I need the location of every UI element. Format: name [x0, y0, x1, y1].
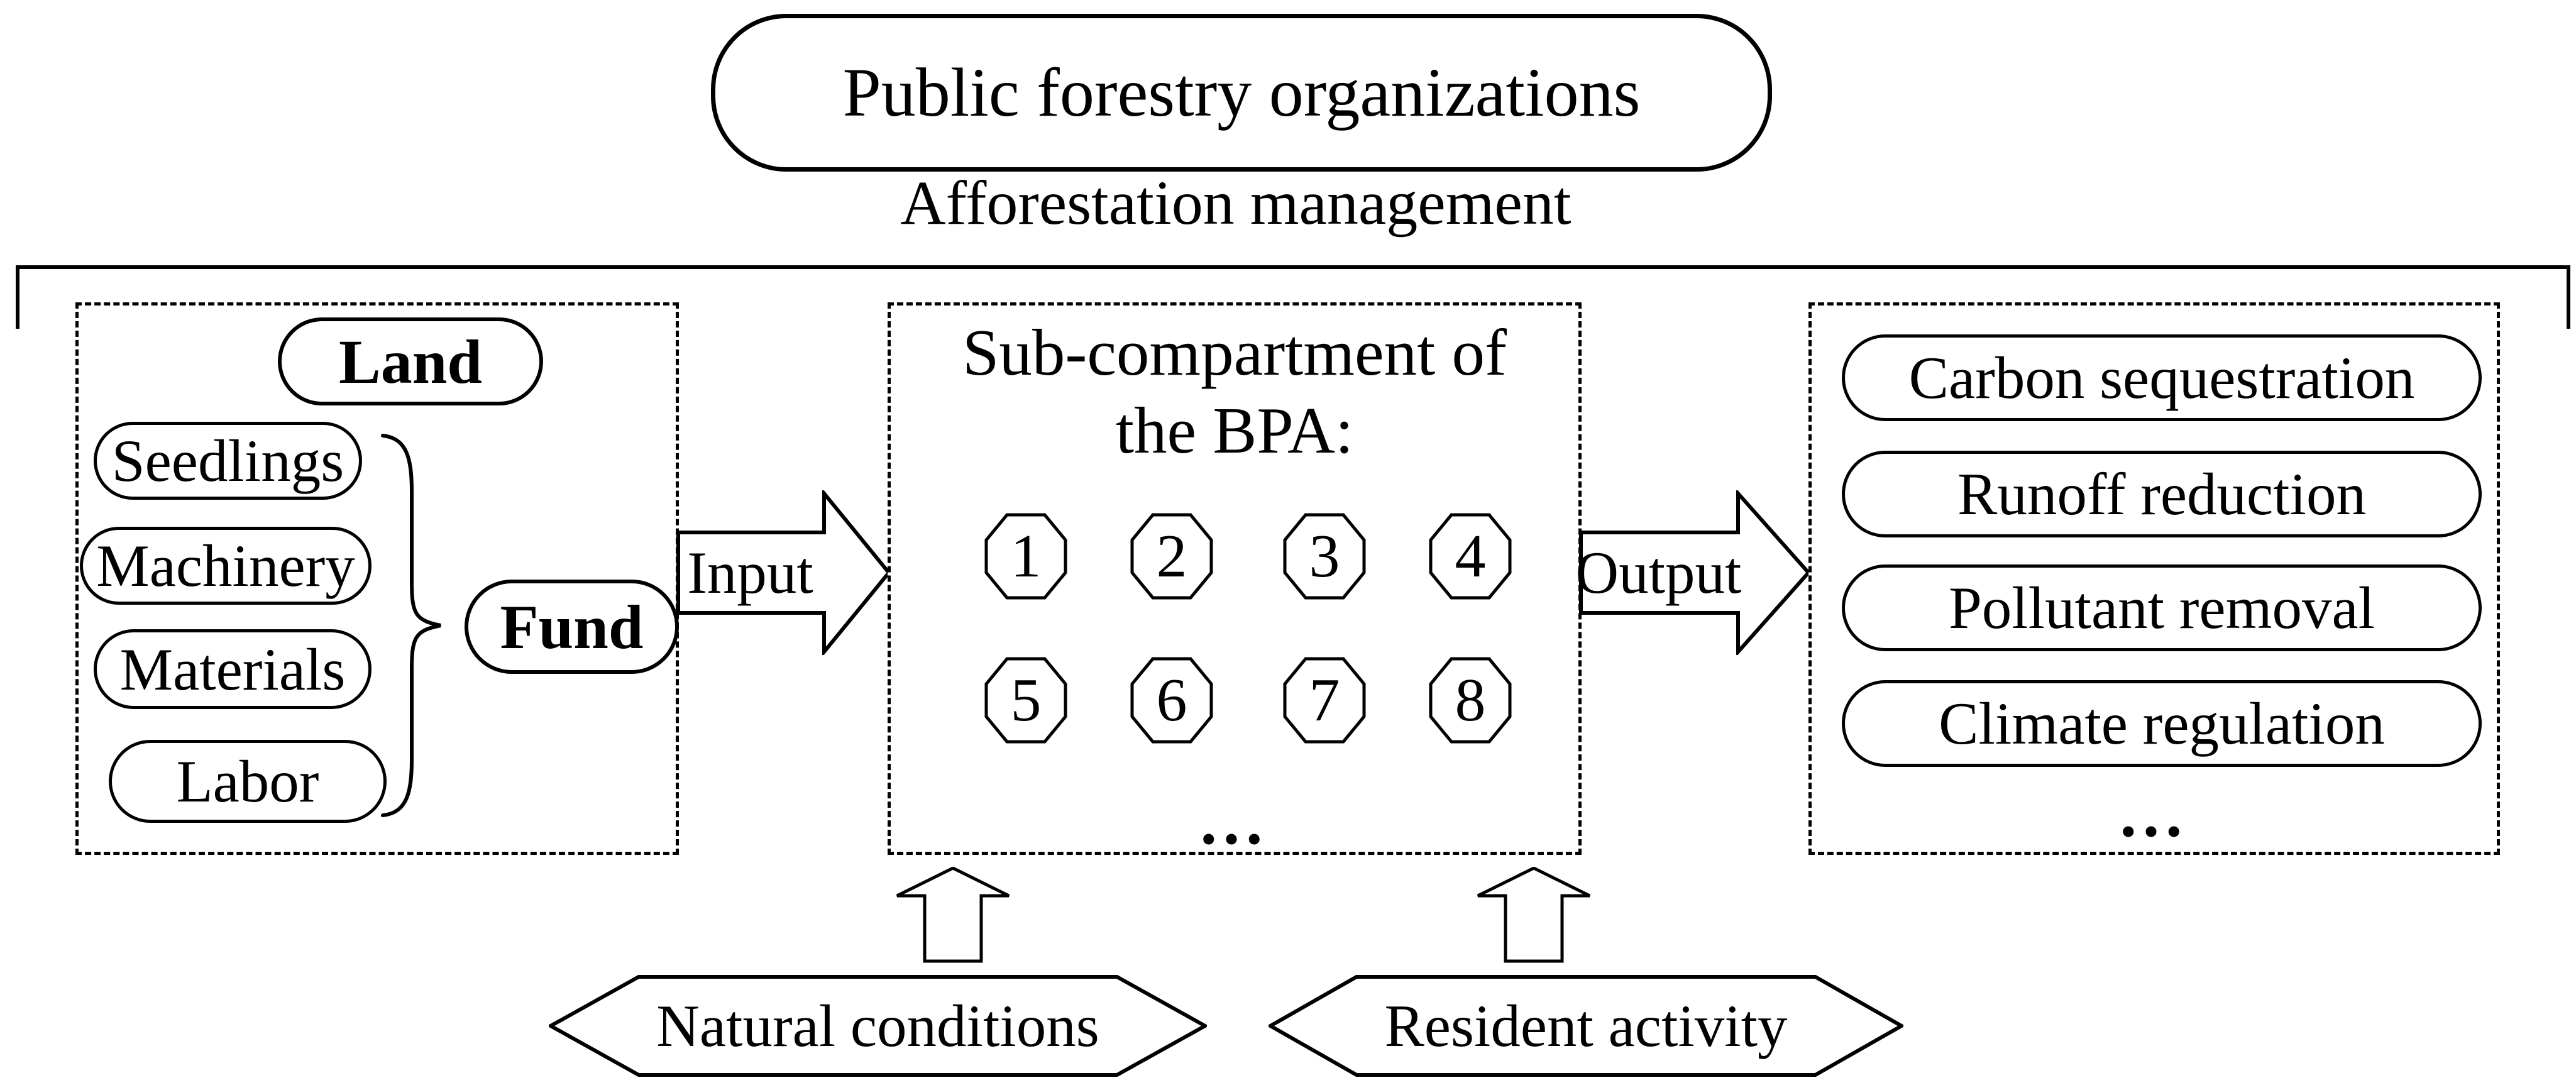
subcompartment-box: Sub-compartment of the BPA: 1 2 3 [888, 302, 1582, 855]
service-pill-runoff-reduction: Runoff reduction [1842, 451, 2482, 537]
octagon-icon [984, 657, 1067, 744]
subcompartment-octagon-7: 7 [1283, 657, 1366, 744]
service-pill-climate-regulation: Climate regulation [1842, 680, 2482, 767]
output-arrow-label: Output [1575, 539, 1742, 606]
fund-node: Fund [465, 580, 679, 674]
resource-pill-labor: Labor [109, 740, 387, 823]
natural-conditions-up-arrow-icon [896, 867, 1010, 963]
subcompartment-ellipsis: ... [1200, 784, 1269, 858]
subcompartment-octagon-2: 2 [1130, 513, 1213, 600]
output-right-arrow-icon [1579, 490, 1811, 655]
resource-pill-materials: Materials [94, 629, 372, 709]
service-pill-pollutant-removal: Pollutant removal [1842, 564, 2482, 651]
subcompartment-octagon-8: 8 [1429, 657, 1512, 744]
resident-activity-node: Resident activity [1269, 975, 1903, 1077]
management-scope-bracket [16, 265, 2570, 329]
land-node: Land [278, 317, 543, 405]
input-arrow-label: Input [687, 539, 813, 606]
hexagon-icon [1269, 975, 1903, 1077]
octagon-icon [1130, 513, 1213, 600]
subcompartment-octagon-3: 3 [1283, 513, 1366, 600]
subcompartment-octagon-6: 6 [1130, 657, 1213, 744]
resident-activity-up-arrow-icon [1477, 867, 1591, 963]
octagon-icon [1429, 513, 1512, 600]
octagon-icon [1130, 657, 1213, 744]
outputs-ellipsis: ... [2120, 777, 2189, 851]
subcompartment-octagon-5: 5 [984, 657, 1067, 744]
input-right-arrow-icon [676, 490, 891, 655]
resource-pill-machinery: Machinery [80, 527, 372, 605]
resident-activity-label: Resident activity [1384, 993, 1788, 1059]
octagon-icon [1283, 513, 1366, 600]
octagon-icon [984, 513, 1067, 600]
subcompartment-octagon-1: 1 [984, 513, 1067, 600]
outputs-box: Carbon sequestration Runoff reduction Po… [1808, 302, 2500, 855]
octagon-icon [1429, 657, 1512, 744]
subcompartment-octagon-4: 4 [1429, 513, 1512, 600]
natural-conditions-node: Natural conditions [549, 975, 1207, 1077]
subcompartment-title-line2: the BPA: [1115, 394, 1354, 467]
brace-icon [381, 434, 441, 817]
service-pill-carbon-sequestration: Carbon sequestration [1842, 334, 2482, 421]
natural-conditions-label: Natural conditions [656, 993, 1099, 1059]
organization-label: Public forestry organizations [842, 54, 1641, 131]
public-forestry-organizations-node: Public forestry organizations [711, 14, 1772, 172]
inputs-box: Land Seedlings Machinery Materials Labor… [75, 302, 679, 855]
resource-pill-seedlings: Seedlings [94, 422, 362, 500]
octagon-icon [1283, 657, 1366, 744]
hexagon-icon [549, 975, 1207, 1077]
afforestation-management-label: Afforestation management [900, 167, 1571, 238]
subcompartment-title-line1: Sub-compartment of [962, 316, 1507, 389]
